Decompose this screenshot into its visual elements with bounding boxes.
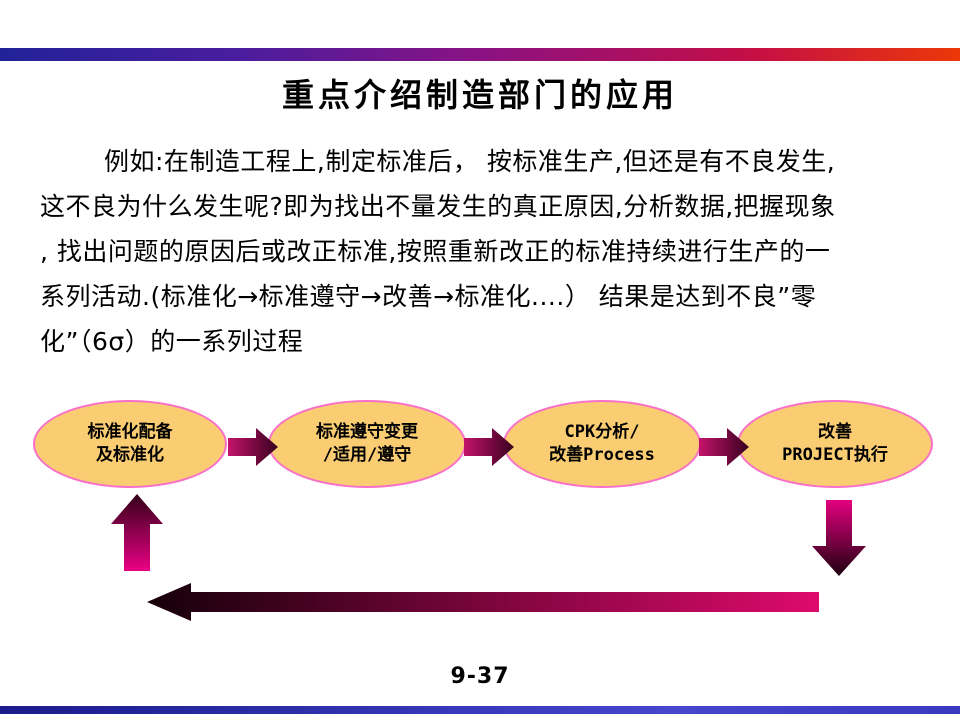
top-divider-bar	[0, 48, 960, 61]
flow-node-label-line: 及标准化	[96, 445, 164, 465]
flow-node-improvement-project: 改善 PROJECT执行	[737, 400, 933, 488]
paragraph-line-2: 这不良为什么发生呢?即为找出不量发生的真正原因,分析数据,把握现象	[40, 192, 836, 221]
paragraph-line-4: 系列活动.(标准化→标准遵守→改善→标准化....） 结果是达到不良”零	[40, 282, 817, 311]
paragraph-line-5: 化”（6σ）的一系列过程	[40, 327, 304, 356]
down-arrow-icon	[812, 500, 866, 576]
flow-node-label-line: 改善Process	[549, 445, 655, 465]
body-paragraph: 例如:在制造工程上,制定标准后， 按标准生产,但还是有不良发生, 这不良为什么发…	[40, 139, 924, 364]
paragraph-line-3: , 找出问题的原因后或改正标准,按照重新改正的标准持续进行生产的一	[40, 237, 831, 266]
up-arrow-icon	[111, 494, 163, 571]
paragraph-line-1: 例如:在制造工程上,制定标准后， 按标准生产,但还是有不良发生,	[104, 147, 836, 176]
slide-title: 重点介绍制造部门的应用	[281, 76, 678, 114]
flow-node-label-line: /适用/遵守	[322, 445, 412, 465]
flow-node-standardization: 标准化配备 及标准化	[33, 400, 227, 488]
right-arrow-icon-2	[464, 428, 514, 466]
flow-node-label-line: PROJECT执行	[782, 445, 888, 465]
flow-node-cpk-analysis: CPK分析/ 改善Process	[503, 400, 701, 488]
right-arrow-icon-1	[228, 428, 278, 466]
page-number: 9-37	[450, 664, 510, 689]
flow-node-label-line: 标准化配备	[87, 422, 173, 442]
bottom-divider-bar	[0, 706, 960, 714]
long-left-arrow-icon	[147, 583, 819, 621]
flow-node-label-line: 改善	[818, 422, 852, 442]
flow-node-standard-compliance: 标准遵守变更 /适用/遵守	[268, 400, 466, 488]
flow-node-label-line: CPK分析/	[564, 422, 640, 442]
flow-node-label-line: 标准遵守变更	[316, 422, 418, 442]
right-arrow-icon-3	[699, 428, 749, 466]
